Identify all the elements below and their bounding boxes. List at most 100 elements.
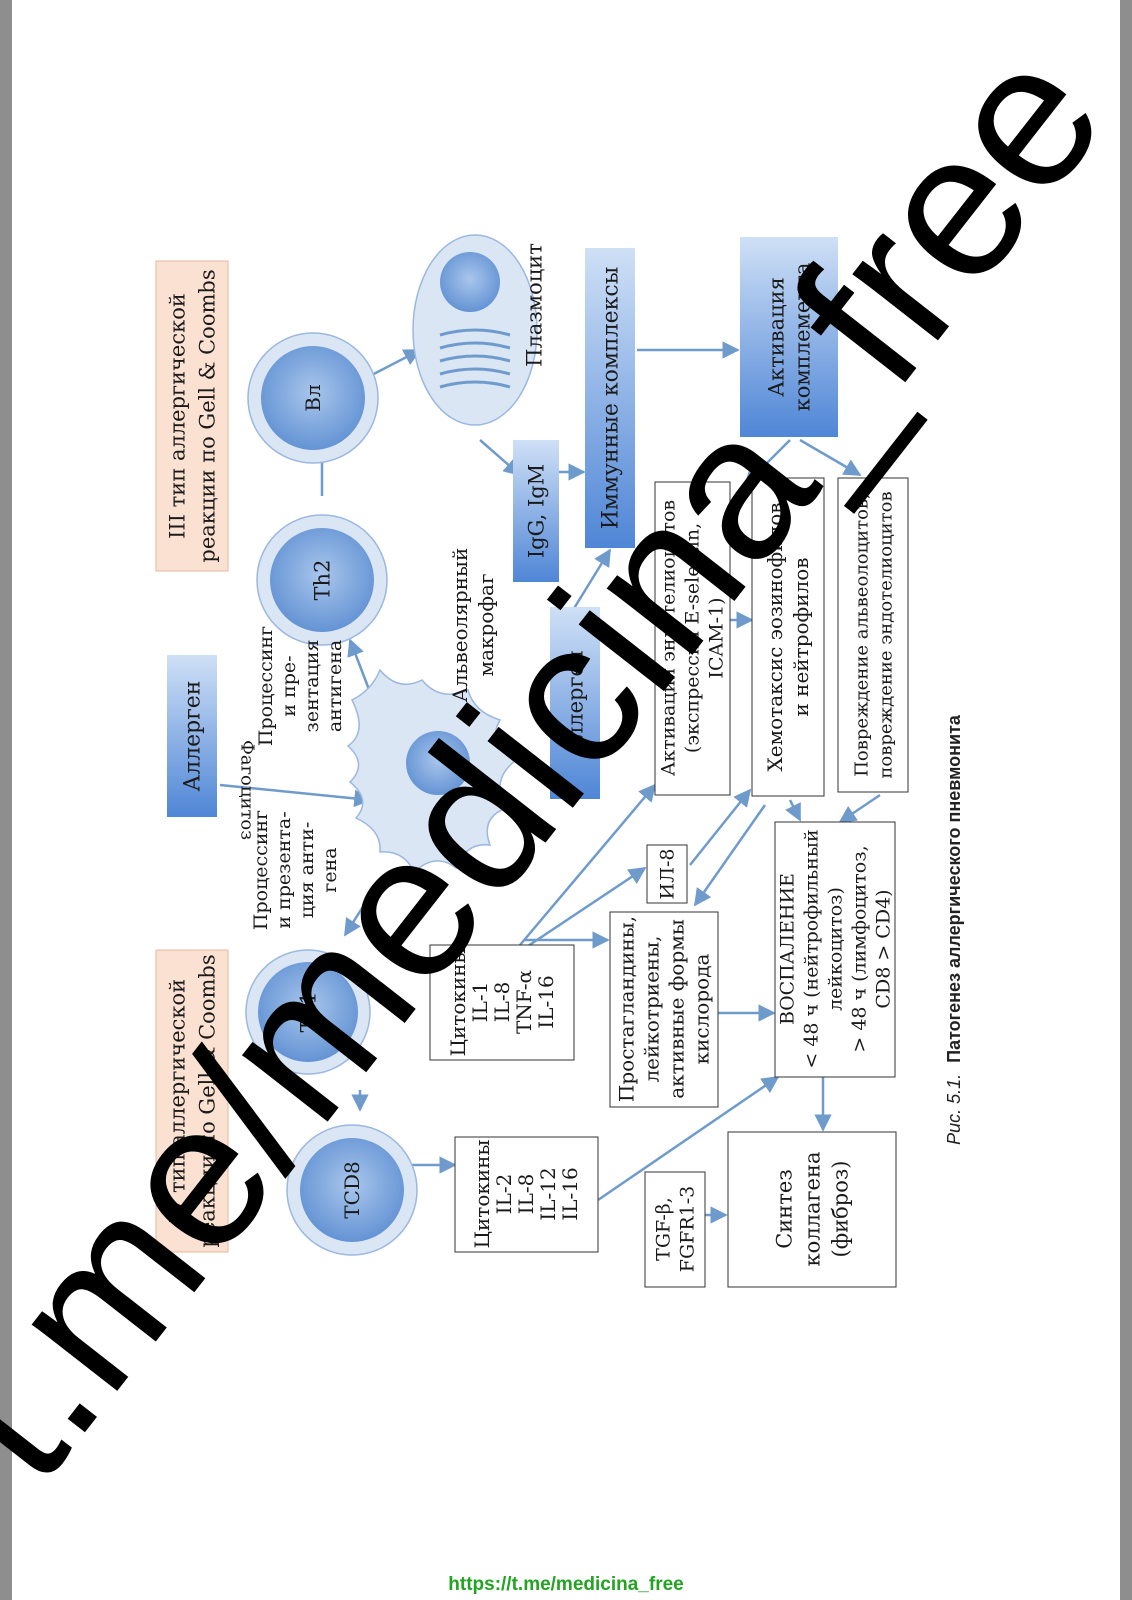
il8-box <box>646 844 688 904</box>
tgf-box <box>644 1171 706 1288</box>
label-inflammation-line: лейкоцитоз) <box>825 887 847 1011</box>
arrows <box>219 341 881 1224</box>
boxes <box>155 237 909 1288</box>
label-cytokines-tcd8-line: IL-12 <box>536 1167 560 1220</box>
igg-box <box>513 440 559 582</box>
label-cytokines-th1-line: IL-8 <box>490 982 514 1023</box>
label-plasmocyte: Плазмоцит <box>522 243 546 367</box>
label-cytokines-th1: ЦитокиныIL-1IL-8TNF-αIL-16 <box>446 947 558 1056</box>
label-allergen-2: Аллерген <box>563 650 587 756</box>
prostaglandins-box <box>609 911 719 1108</box>
label-cytokines-th1-line: IL-1 <box>468 982 492 1023</box>
label-endothelium-line: Активация эндотелиоцитов <box>658 500 680 776</box>
label-type-iv-line: реакции по Gell & Coombs <box>195 954 219 1247</box>
label-processing-th2-line: зентация <box>301 640 323 733</box>
label-endothelium-line: ICAM-1) <box>706 597 728 678</box>
label-allergen-top: Аллерген <box>181 681 206 792</box>
caption-prefix: Рис. 5.1. <box>944 1074 964 1145</box>
label-type-iv-line: IV тип аллергической <box>165 979 189 1223</box>
type-iv-box <box>155 949 229 1253</box>
label-tgf-line: FGFR1-3 <box>677 1186 699 1272</box>
label-plasmocyte-line: Плазмоцит <box>522 243 546 367</box>
label-processing-th1-line: гена <box>319 847 341 892</box>
arrow-allergen2-immune <box>571 548 612 611</box>
endothelium-box <box>654 481 731 796</box>
collagen-box <box>727 1131 897 1288</box>
label-th1-line: Th1 <box>296 992 320 1033</box>
label-prostaglandins-line: Простагландины, <box>615 916 639 1102</box>
plasmocyte-er <box>439 328 511 389</box>
label-collagen-line: коллагена <box>800 1152 824 1267</box>
arrow-damage-inflammation <box>838 793 881 824</box>
label-processing-th1: Процессинги презента-ция анти-гена <box>250 810 341 930</box>
label-allergen-top-line: Аллерген <box>181 681 206 792</box>
plasmocyte-nucleus <box>440 252 500 312</box>
label-endothelium-line: (экспрессия E-selectin, <box>682 523 704 753</box>
chemotaxis-box <box>751 477 825 797</box>
label-il8-line: ИЛ-8 <box>657 849 679 900</box>
label-th2-line: Th2 <box>310 560 334 601</box>
label-prostaglandins-line: активные формы <box>665 919 689 1099</box>
inflammation-box <box>774 821 896 1078</box>
allergen-2-box <box>550 607 600 799</box>
label-phagocytosis-line: Фагоцитоз <box>237 740 258 840</box>
label-prostaglandins-line: кислорода <box>690 953 714 1064</box>
th1-inner <box>258 962 358 1062</box>
allergen-top-box <box>167 655 217 817</box>
label-cytokines-tcd8: ЦитокиныIL-2IL-8IL-12IL-16 <box>470 1139 582 1248</box>
label-complement-line: комплемента <box>790 263 814 412</box>
cells <box>245 234 538 1256</box>
label-complement-line: Активация <box>764 277 788 397</box>
label-allergen-2-line: Аллерген <box>563 650 587 756</box>
arrow-macrophage-th1 <box>343 879 382 937</box>
label-igg: IgG, IgM <box>524 464 548 558</box>
left-border <box>0 0 12 1600</box>
label-phagocytosis: Фагоцитоз <box>237 740 258 840</box>
label-il8: ИЛ-8 <box>657 849 679 900</box>
label-chemotaxis-line: Хемотаксис эозинофилов <box>763 502 787 771</box>
label-tgf-line: TGF-β, <box>653 1197 675 1261</box>
label-igg-line: IgG, IgM <box>524 464 548 558</box>
label-prostaglandins: Простагландины,лейкотриены,активные форм… <box>615 916 714 1102</box>
label-immune-complexes: Иммунные комплексы <box>599 267 624 530</box>
label-cytokines-th1-line: TNF-α <box>512 970 536 1034</box>
svg-text:Рис. 5.1. Патогенез ал: Рис. 5.1. Патогенез аллергического пневм… <box>944 714 964 1145</box>
label-b-cell-line: Bл <box>301 384 325 411</box>
label-inflammation-line: < 48 ч (нейтрофильный <box>801 829 823 1068</box>
label-processing-th2: Процессинги пре-зентацияантигена <box>255 626 346 746</box>
label-chemotaxis-line: и нейтрофилов <box>789 557 813 716</box>
label-processing-th2-line: антигена <box>324 640 346 732</box>
caption: Рис. 5.1. Патогенез аллергического пневм… <box>944 714 964 1145</box>
footer-link[interactable]: https://t.me/medicina_free <box>448 1574 684 1595</box>
label-damage-line: Повреждение альвеолоцитов, <box>851 493 872 777</box>
label-inflammation-line: > 48 ч (лимфоцитоз, <box>849 845 871 1052</box>
label-cytokines-tcd8-line: IL-2 <box>492 1174 516 1215</box>
label-collagen-line: Синтез <box>772 1169 796 1249</box>
label-processing-th2-line: и пре- <box>278 655 300 716</box>
label-cytokines-th1-line: Цитокины <box>446 947 470 1056</box>
cytokines-th1-box <box>429 944 575 1061</box>
type-iii-box <box>155 260 229 572</box>
arrow-cytokines8-inflammation <box>597 1075 780 1202</box>
label-processing-th1-line: Процессинг <box>250 810 272 930</box>
label-type-iii-line: III тип аллергической <box>165 293 189 539</box>
label-b-cell: Bл <box>301 384 325 411</box>
label-macrophage-line: макрофаг <box>474 574 498 677</box>
label-cytokines-tcd8-line: Цитокины <box>470 1139 494 1248</box>
label-processing-th2-line: Процессинг <box>255 626 277 746</box>
label-prostaglandins-line: лейкотриены, <box>640 935 664 1082</box>
right-border <box>1120 0 1132 1600</box>
complement-box <box>740 237 838 437</box>
label-th1: Th1 <box>296 992 320 1033</box>
arrow-complement-damage <box>799 438 862 477</box>
arrow-cyto-endothelium <box>519 783 657 946</box>
label-cytokines-tcd8-line: IL-16 <box>558 1167 582 1220</box>
label-macrophage-line: Альвеолярный <box>448 548 472 703</box>
